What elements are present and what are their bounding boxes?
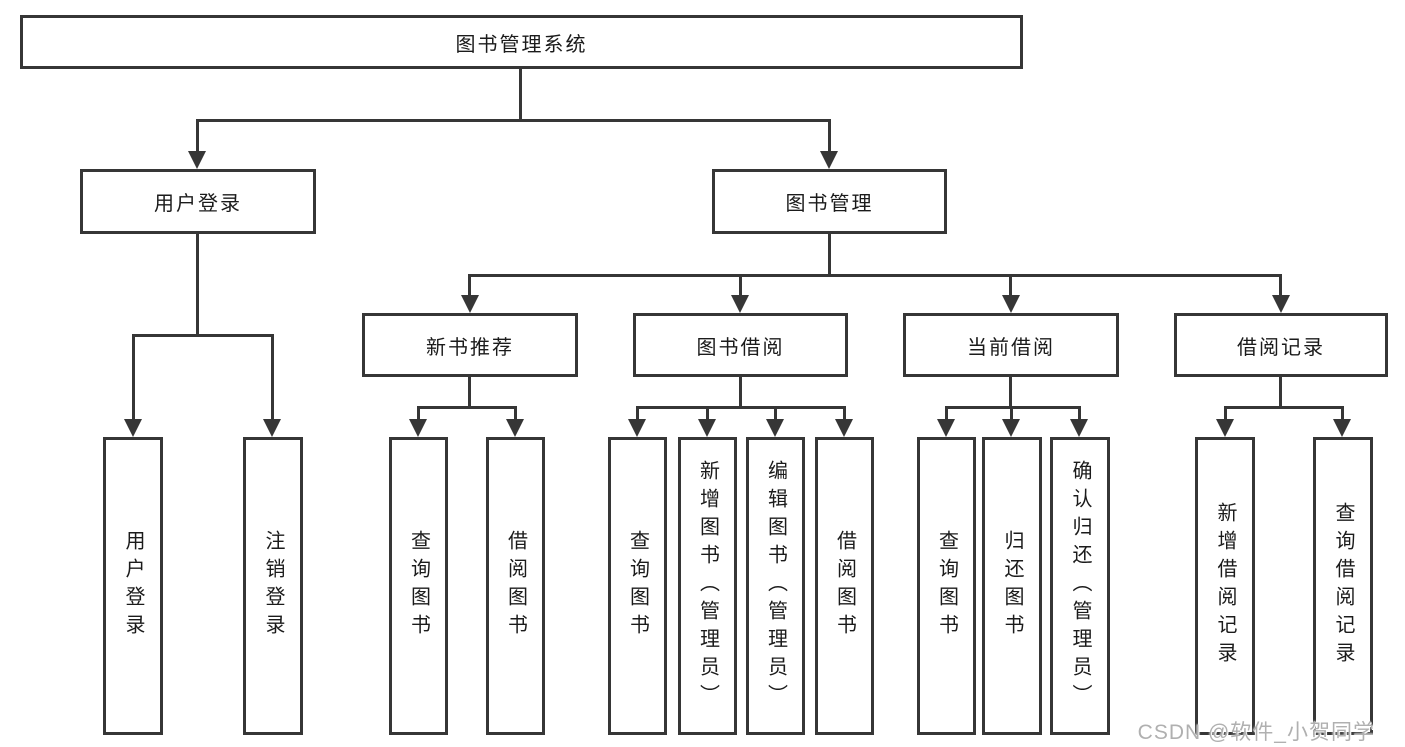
leaf-records-add-label: 新增借阅记录 [1214, 502, 1236, 670]
branch-user-login: 用户登录 [80, 169, 316, 234]
section-book-borrow-label: 图书借阅 [696, 336, 785, 359]
branch-user-login-label: 用户登录 [154, 193, 242, 215]
arrowhead-borrow-leaf-1 [628, 419, 646, 437]
arrowhead-to-borrow [731, 295, 749, 313]
leaf-newbooks-borrow: 借阅图书 [486, 437, 545, 735]
connector-bookmgmt-bus [468, 274, 1282, 277]
connector-bookmgmt-drop-1 [468, 274, 471, 298]
leaf-newbooks-query: 查询图书 [389, 437, 448, 735]
leaf-current-query-label: 查询图书 [935, 530, 958, 642]
arrowhead-to-current [1002, 295, 1020, 313]
connector-newbooks-bus [417, 406, 517, 409]
arrowhead-records-leaf-1 [1216, 419, 1234, 437]
arrowhead-current-leaf-3 [1070, 419, 1088, 437]
section-new-books-label: 新书推荐 [426, 336, 514, 359]
leaf-borrow-add-admin-label: 新增图书（管理员） [696, 460, 719, 712]
branch-book-management-label: 图书管理 [785, 193, 874, 215]
section-current-borrow-label: 当前借阅 [967, 336, 1055, 359]
section-new-books: 新书推荐 [362, 313, 578, 377]
leaf-current-query: 查询图书 [917, 437, 976, 735]
connector-records-stem [1279, 377, 1282, 409]
connector-borrow-bus [636, 406, 846, 409]
arrowhead-to-leaf-logout [263, 419, 281, 437]
connector-newbooks-drop-2 [514, 406, 517, 422]
connector-current-stem [1009, 377, 1012, 409]
leaf-logout: 注销登录 [243, 437, 303, 735]
arrowhead-borrow-leaf-2 [698, 419, 716, 437]
connector-userlogin-drop-2 [271, 334, 274, 421]
connector-bookmgmt-stem [828, 233, 831, 277]
connector-root-drop-left [196, 119, 199, 153]
connector-current-bus [945, 406, 1081, 409]
arrowhead-records-leaf-2 [1333, 419, 1351, 437]
arrowhead-to-leaf-user-login [124, 419, 142, 437]
connector-bookmgmt-drop-3 [1009, 274, 1012, 298]
connector-borrow-drop-3 [774, 406, 777, 422]
connector-borrow-stem [739, 377, 742, 409]
leaf-newbooks-query-label: 查询图书 [407, 530, 430, 642]
connector-userlogin-drop-1 [132, 334, 135, 421]
connector-records-drop-1 [1224, 406, 1227, 422]
leaf-user-login: 用户登录 [103, 437, 163, 735]
leaf-newbooks-borrow-label: 借阅图书 [504, 530, 527, 642]
arrowhead-borrow-leaf-3 [766, 419, 784, 437]
leaf-logout-label: 注销登录 [262, 530, 284, 642]
arrowhead-current-leaf-1 [937, 419, 955, 437]
leaf-current-return: 归还图书 [982, 437, 1042, 735]
connector-borrow-drop-1 [636, 406, 639, 422]
leaf-current-confirm-return-admin: 确认归还（管理员） [1050, 437, 1110, 735]
connector-borrow-drop-4 [843, 406, 846, 422]
leaf-borrow-borrow-label: 借阅图书 [833, 530, 856, 642]
connector-newbooks-drop-1 [417, 406, 420, 422]
leaf-borrow-query: 查询图书 [608, 437, 667, 735]
section-borrow-records: 借阅记录 [1174, 313, 1388, 377]
leaf-current-confirm-return-admin-label: 确认归还（管理员） [1069, 460, 1091, 712]
arrowhead-borrow-leaf-4 [835, 419, 853, 437]
arrowhead-to-new-books [461, 295, 479, 313]
arrowhead-to-records [1272, 295, 1290, 313]
connector-current-drop-3 [1078, 406, 1081, 422]
root-node-library-system: 图书管理系统 [20, 15, 1023, 69]
arrowhead-to-book-mgmt [820, 151, 838, 169]
root-node-label: 图书管理系统 [455, 33, 588, 56]
section-borrow-records-label: 借阅记录 [1237, 336, 1325, 359]
connector-root-drop-right [828, 119, 831, 153]
arrowhead-to-user-login [188, 151, 206, 169]
connector-newbooks-stem [468, 377, 471, 409]
arrowhead-newbooks-leaf-2 [506, 419, 524, 437]
connector-bookmgmt-drop-2 [739, 274, 742, 298]
leaf-borrow-query-label: 查询图书 [626, 530, 649, 642]
section-current-borrow: 当前借阅 [903, 313, 1119, 377]
connector-root-stem [519, 68, 522, 122]
csdn-watermark: CSDN @软件_小贺同学 [1137, 721, 1375, 744]
leaf-records-add: 新增借阅记录 [1195, 437, 1255, 735]
leaf-records-query-label: 查询借阅记录 [1332, 502, 1354, 670]
leaf-borrow-add-admin: 新增图书（管理员） [678, 437, 737, 735]
leaf-borrow-edit-admin-label: 编辑图书（管理员） [764, 460, 787, 712]
leaf-user-login-label: 用户登录 [122, 530, 144, 642]
arrowhead-newbooks-leaf-1 [409, 419, 427, 437]
leaf-borrow-borrow: 借阅图书 [815, 437, 874, 735]
connector-current-drop-1 [945, 406, 948, 422]
connector-current-drop-2 [1010, 406, 1013, 422]
connector-root-bus [196, 119, 831, 122]
leaf-records-query: 查询借阅记录 [1313, 437, 1373, 735]
leaf-borrow-edit-admin: 编辑图书（管理员） [746, 437, 805, 735]
connector-records-bus [1224, 406, 1344, 409]
connector-userlogin-bus [132, 334, 274, 337]
leaf-current-return-label: 归还图书 [1001, 530, 1023, 642]
connector-records-drop-2 [1341, 406, 1344, 422]
arrowhead-current-leaf-2 [1002, 419, 1020, 437]
connector-userlogin-stem [196, 233, 199, 337]
branch-book-management: 图书管理 [712, 169, 947, 234]
connector-borrow-drop-2 [706, 406, 709, 422]
section-book-borrow: 图书借阅 [633, 313, 848, 377]
connector-bookmgmt-drop-4 [1279, 274, 1282, 298]
